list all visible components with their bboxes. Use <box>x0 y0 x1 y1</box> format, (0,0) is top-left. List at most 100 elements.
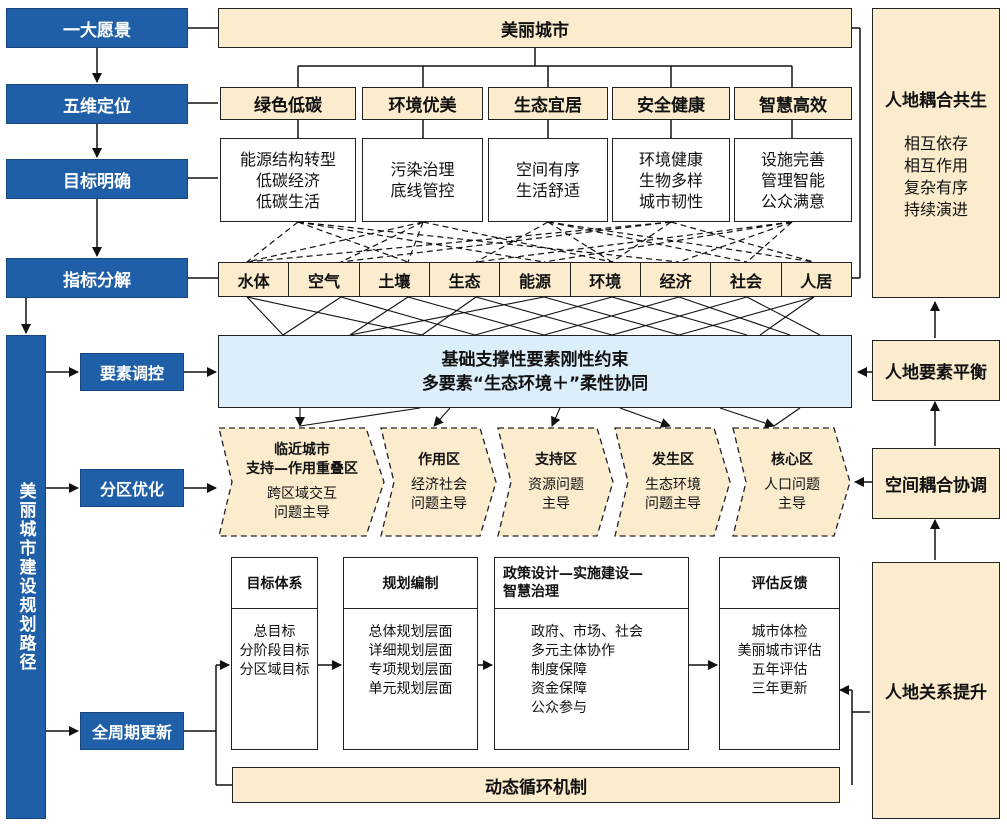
coupling-box: 空间耦合协调 <box>872 448 1000 519</box>
dynamic-cycle-text: 动态循环机制 <box>485 777 587 798</box>
indicator-cell: 水体 <box>219 263 290 296</box>
zone-name: 临近城市 支持—作用重叠区 <box>246 442 358 477</box>
indicator-label: 生态 <box>448 271 481 291</box>
indicator-bar: 水体 空气 土壤 生态 能源 环境 经济 社会 人居 <box>218 262 852 297</box>
vision-text: 美丽城市 <box>501 20 569 41</box>
label-full-cycle: 全周期更新 <box>80 712 184 750</box>
coexistence-list: 相互依存 相互作用 复杂有序 持续演进 <box>904 133 968 221</box>
vision-box: 美丽城市 <box>218 8 852 48</box>
process-body: 总目标 分阶段目标 分区域目标 <box>232 609 317 680</box>
dimension-box: 智慧高效 <box>734 87 852 120</box>
coexistence-item: 持续演进 <box>903 199 968 219</box>
process-title: 目标体系 <box>232 558 317 609</box>
zone-desc: 经济社会 问题主导 <box>411 476 467 512</box>
indicator-label: 人居 <box>800 271 833 291</box>
label-positioning: 五维定位 <box>6 84 188 124</box>
dimension-title: 智慧高效 <box>759 96 827 116</box>
process-title: 政策设计—实施建设— 智慧治理 <box>495 558 688 609</box>
balance-text: 人地要素平衡 <box>885 363 987 383</box>
label-element-control: 要素调控 <box>80 353 184 391</box>
coexistence-box: 人地耦合共生 相互依存 相互作用 复杂有序 持续演进 <box>872 8 1000 298</box>
coexistence-title: 人地耦合共生 <box>885 90 987 111</box>
label-zoning-text: 分区优化 <box>99 480 164 499</box>
process-item: 政府、市场、社会 <box>531 624 643 640</box>
dynamic-cycle-bar: 动态循环机制 <box>232 767 840 803</box>
indicator-cell: 环境 <box>571 263 641 296</box>
zone-desc: 人口问题 主导 <box>764 476 820 512</box>
indicator-cell: 经济 <box>641 263 712 296</box>
goal-item: 能源结构转型 <box>239 149 336 169</box>
indicator-label: 空气 <box>307 271 340 291</box>
dimension-box: 生态宜居 <box>488 87 608 120</box>
process-item: 分区域目标 <box>239 662 310 678</box>
goal-box: 空间有序 生活舒适 <box>488 138 608 222</box>
process-item: 美丽城市评估 <box>737 643 822 659</box>
goal-item: 管理智能 <box>760 170 825 190</box>
process-item: 专项规划层面 <box>368 662 453 678</box>
dimension-box: 安全健康 <box>612 87 730 120</box>
process-item: 分阶段目标 <box>239 643 310 659</box>
balance-box: 人地要素平衡 <box>872 340 1000 401</box>
process-item: 单元规划层面 <box>368 681 453 697</box>
process-body: 总体规划层面 详细规划层面 专项规划层面 单元规划层面 <box>344 609 477 699</box>
process-box: 政策设计—实施建设— 智慧治理 政府、市场、社会 多元主体协作 制度保障 资金保… <box>494 557 689 750</box>
label-full-cycle-text: 全周期更新 <box>91 723 172 742</box>
zone-name: 核心区 <box>771 451 813 468</box>
label-planning-path-text: 美丽城市建设规划路径 <box>15 482 36 672</box>
label-indicators: 指标分解 <box>6 258 188 298</box>
goal-item: 空间有序 <box>515 160 580 179</box>
coupling-text: 空间耦合协调 <box>885 476 987 496</box>
process-body: 城市体检 美丽城市评估 五年评估 三年更新 <box>720 609 839 699</box>
indicator-label: 能源 <box>518 271 551 291</box>
label-planning-path: 美丽城市建设规划路径 <box>6 335 46 819</box>
process-title: 规划编制 <box>344 558 477 609</box>
goal-box: 能源结构转型 低碳经济 低碳生活 <box>220 138 356 222</box>
process-title: 评估反馈 <box>720 558 839 609</box>
upgrade-text: 人地关系提升 <box>885 683 987 703</box>
zone-desc: 跨区域交互 问题主导 <box>267 486 337 521</box>
process-box: 评估反馈 城市体检 美丽城市评估 五年评估 三年更新 <box>719 557 840 750</box>
goal-item: 底线管控 <box>390 181 455 200</box>
label-zoning: 分区优化 <box>80 469 184 507</box>
upgrade-box: 人地关系提升 <box>872 562 1000 819</box>
goal-item: 环境健康 <box>638 149 703 169</box>
dimension-box: 环境优美 <box>362 87 483 120</box>
process-item: 公众参与 <box>531 700 587 716</box>
indicator-label: 社会 <box>729 271 762 291</box>
label-positioning-text: 五维定位 <box>63 96 131 117</box>
coexistence-item: 相互依存 <box>903 133 968 153</box>
goal-box: 环境健康 生物多样 城市韧性 <box>612 138 730 222</box>
zone-chevron: 核心区人口问题 主导 <box>732 427 852 537</box>
indicator-cell: 社会 <box>711 263 782 296</box>
process-box: 目标体系 总目标 分阶段目标 分区域目标 <box>231 557 318 750</box>
process-item: 制度保障 <box>531 662 587 678</box>
indicator-cell: 土壤 <box>360 263 430 296</box>
zone-name: 支持区 <box>535 451 577 468</box>
zone-shape <box>218 427 385 537</box>
indicator-label: 土壤 <box>378 271 411 291</box>
goal-item: 城市韧性 <box>638 191 703 211</box>
process-item: 城市体检 <box>751 624 808 640</box>
process-item: 五年评估 <box>751 662 808 678</box>
label-indicators-text: 指标分解 <box>63 270 131 291</box>
goal-item: 生物多样 <box>638 170 703 190</box>
label-goals-text: 目标明确 <box>63 171 131 192</box>
process-item: 详细规划层面 <box>368 643 453 659</box>
constraint-box: 基础支撑性要素刚性约束 多要素“生态环境＋”柔性协同 <box>218 335 852 408</box>
coexistence-item: 复杂有序 <box>903 177 968 197</box>
process-item: 总目标 <box>253 624 296 640</box>
indicator-cell: 人居 <box>782 263 851 296</box>
indicator-label: 环境 <box>589 271 622 291</box>
indicator-cell: 生态 <box>430 263 501 296</box>
indicator-label: 经济 <box>659 271 692 291</box>
indicator-cell: 空气 <box>289 263 360 296</box>
process-item: 多元主体协作 <box>531 643 615 659</box>
zone-desc: 资源问题 主导 <box>528 476 584 512</box>
goal-box: 设施完善 管理智能 公众满意 <box>734 138 852 222</box>
constraint-line2: 多要素“生态环境＋”柔性协同 <box>421 373 649 394</box>
label-goals: 目标明确 <box>6 159 188 199</box>
goal-item: 低碳生活 <box>255 191 320 211</box>
zone-desc: 生态环境 问题主导 <box>645 476 701 512</box>
goal-item: 公众满意 <box>760 191 825 211</box>
